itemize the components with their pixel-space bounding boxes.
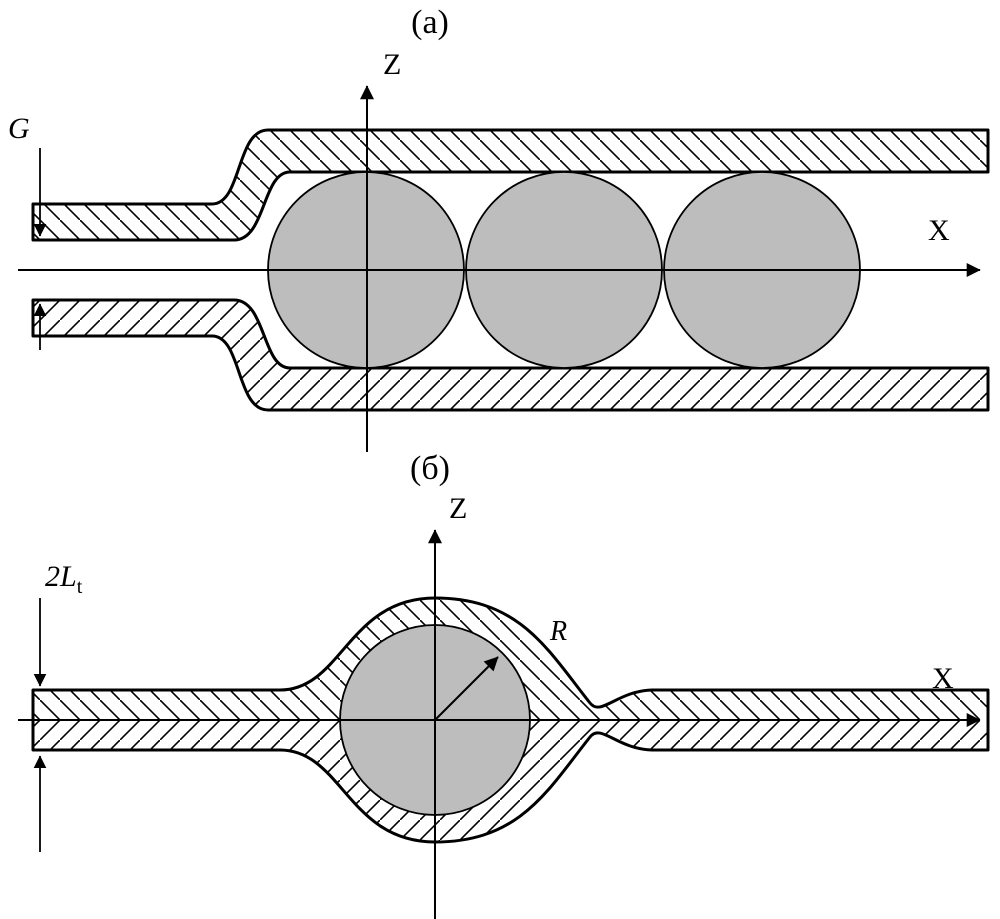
panel-a-top-wall — [31, 128, 990, 242]
panel-b-x-label: X — [932, 662, 954, 695]
panel-b-sheet-outline — [31, 596, 990, 844]
panel-b-thickness-label-subscript: t — [77, 576, 83, 598]
panel-b: (б) Z X 2Lt R — [18, 450, 990, 919]
panel-b-sheet-hatch-bottom — [33, 720, 988, 842]
panel-a-z-label: Z — [383, 48, 401, 81]
panel-b-radius-arrow — [435, 656, 499, 720]
panel-b-sheet-hatch-top — [33, 598, 988, 720]
panel-a-gap-label: G — [8, 112, 30, 145]
panel-b-thickness-label: 2Lt — [45, 560, 83, 598]
panel-b-radius-label: R — [549, 616, 567, 647]
panel-a-x-label: X — [928, 214, 950, 247]
panel-b-thickness-label-main: 2L — [45, 560, 77, 593]
panel-a: (a) Z X G — [8, 4, 990, 452]
panel-a-title: (a) — [411, 4, 449, 41]
panel-b-title: (б) — [410, 450, 450, 487]
panel-a-bottom-wall — [31, 298, 990, 412]
panel-b-z-label: Z — [449, 492, 467, 525]
